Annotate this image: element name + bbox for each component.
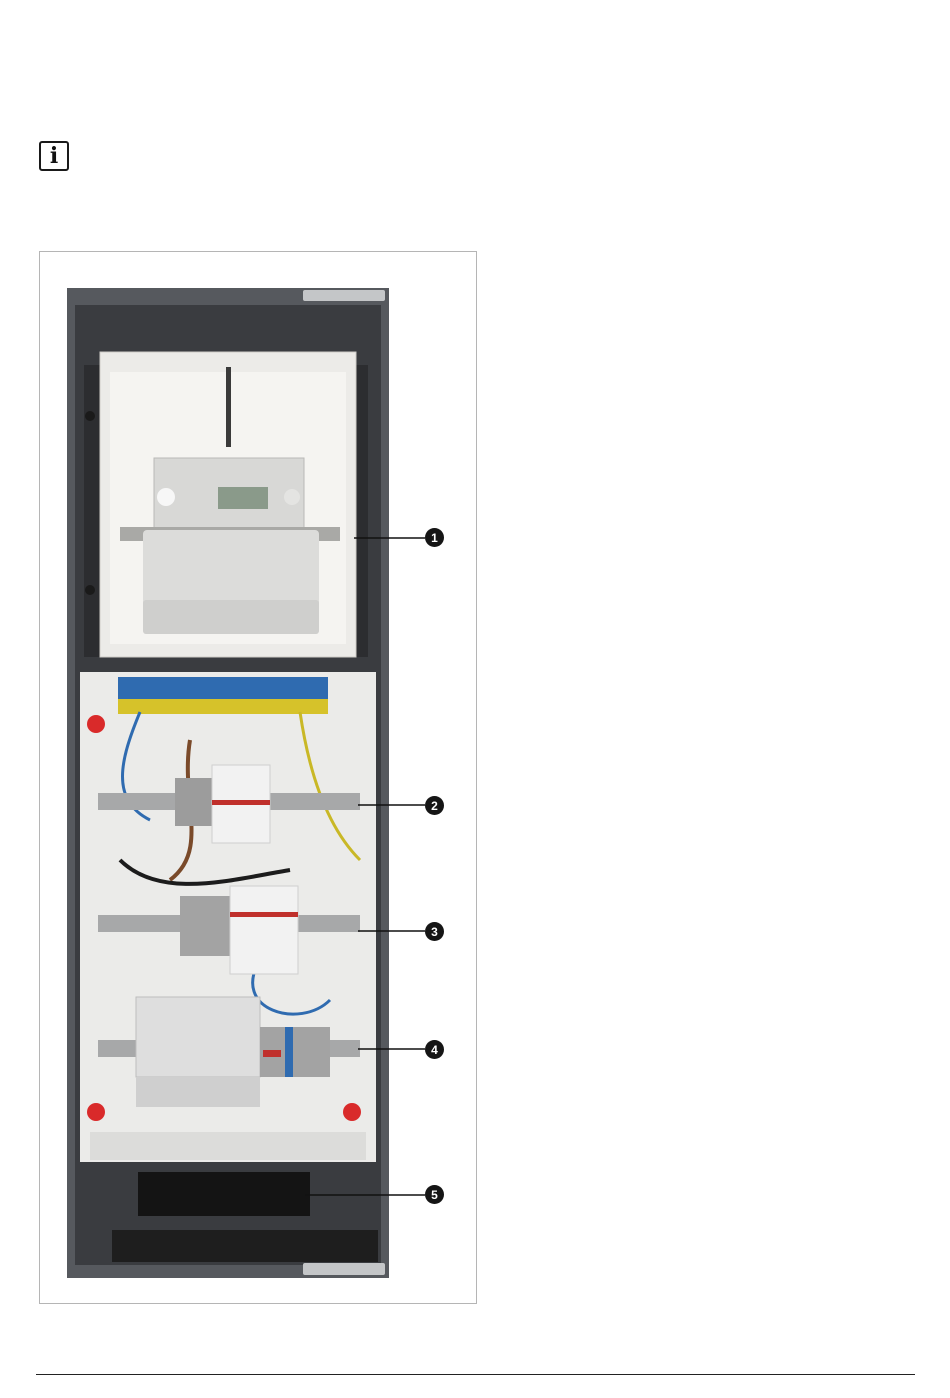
callout-5: 5 [425,1185,444,1204]
top-mounting-plate [303,290,385,301]
terminal-block-3 [180,896,230,956]
earth-bar-5 [138,1172,310,1216]
meter-knob-left [157,488,175,506]
top-terminal-strip [118,677,328,699]
control-module-4 [136,997,260,1077]
terminal-block-2 [175,778,213,826]
callout-1: 1 [425,528,444,547]
meter-rod [226,367,231,447]
cabinet-vent [112,1230,378,1262]
circuit-breaker-3 [230,886,298,974]
callout-3: 3 [425,922,444,941]
meter-display [218,487,268,509]
top-terminal-strip-yellow [118,699,328,714]
callout-4: 4 [425,1040,444,1059]
meter-knob-right [284,489,300,505]
callout-2: 2 [425,796,444,815]
bottom-mounting-plate [303,1263,385,1275]
meter-terminal-cover-lower [143,600,319,634]
footer-rule [36,1374,915,1375]
